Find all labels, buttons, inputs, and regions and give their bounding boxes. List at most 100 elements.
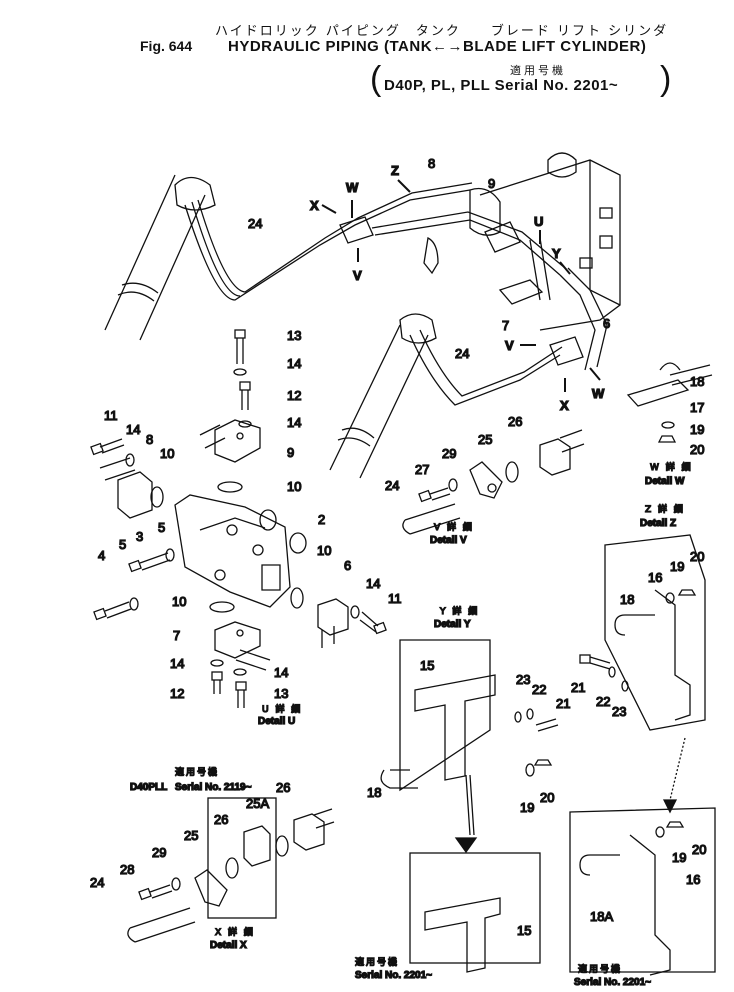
bolt-11-left	[90, 438, 125, 456]
view-arrow-label: V	[505, 338, 514, 353]
callout: 10	[172, 594, 186, 609]
callout: 12	[170, 686, 184, 701]
callout: 24	[385, 478, 399, 493]
callout: 10	[317, 543, 331, 558]
washer-5-lower	[129, 597, 139, 611]
view-arrow-label: Y	[552, 246, 561, 261]
callout: 14	[287, 356, 301, 371]
washer-5-upper	[165, 548, 175, 562]
callout: 13	[287, 328, 301, 343]
callout: 7	[173, 628, 180, 643]
callout: 18A	[590, 909, 613, 924]
serial-note-jp: 適用号機	[578, 963, 622, 975]
callout: 27	[415, 462, 429, 477]
washer-14-upper	[233, 368, 247, 376]
callout: 18	[367, 785, 381, 800]
detail-caption-jp: Z 詳 細	[645, 503, 685, 515]
detail-caption: Detail W	[645, 476, 685, 487]
o-rings-2	[259, 509, 307, 554]
serial-note-model: D40PLL	[130, 782, 167, 793]
view-arrow-label: U	[534, 214, 543, 229]
callout: 14	[126, 422, 140, 437]
callout: 4	[98, 548, 105, 563]
serial-label-japanese: 適用号機	[510, 64, 566, 77]
paren-left: (	[370, 60, 382, 98]
callout: 11	[388, 591, 402, 606]
callout: 8	[146, 432, 153, 447]
callout: 24	[90, 875, 104, 890]
callout: 19	[520, 800, 534, 815]
callout: 28	[120, 862, 134, 877]
view-arrow-label: V	[353, 268, 362, 283]
view-arrow-label: X	[310, 198, 319, 213]
callout: 23	[612, 704, 626, 719]
callout: 15	[517, 923, 531, 938]
callout: 9	[287, 445, 294, 460]
callout: 6	[603, 316, 610, 331]
callout: 16	[648, 570, 662, 585]
serial-note-serial: Serial No. 2119~	[175, 782, 252, 793]
callout: 26	[508, 414, 522, 429]
valve-block-1	[174, 494, 291, 608]
callout: 29	[442, 446, 456, 461]
callout: 14	[274, 665, 288, 680]
callout: 24	[248, 216, 262, 231]
callout: 26	[214, 812, 228, 827]
bolt-4	[93, 601, 132, 621]
callout: 13	[274, 686, 288, 701]
serial-applicability: D40P, PL, PLL Serial No. 2201~	[384, 77, 619, 94]
washer-14-left	[125, 453, 135, 467]
callout: 20	[692, 842, 706, 857]
bolt-11-right	[359, 611, 387, 635]
exploded-parts-diagram: 24 8 9 6 7 24 13 14 12 14 9 10 11 14 8 1…	[0, 110, 734, 989]
serial-note-jp: 適用号機	[175, 766, 219, 778]
callout: 15	[420, 658, 434, 673]
callout: 14	[366, 576, 380, 591]
view-arrow-label: Z	[391, 163, 399, 178]
callout: 24	[455, 346, 469, 361]
callout: 25	[478, 432, 492, 447]
callout: 23	[516, 672, 530, 687]
callout: 21	[571, 680, 585, 695]
callout: 6	[344, 558, 351, 573]
detail-w-parts	[626, 362, 713, 443]
callout: 9	[488, 176, 495, 191]
washer-14-mid	[238, 420, 252, 428]
callout: 26	[276, 780, 290, 795]
callout: 2	[318, 512, 325, 527]
callout: 21	[556, 696, 570, 711]
callout: 19	[670, 559, 684, 574]
bracket-16-box	[569, 807, 716, 976]
view-arrow	[397, 179, 411, 193]
bolt-3	[128, 552, 171, 573]
bolt-13-lower	[235, 681, 247, 708]
detail-caption-jp: X 詳 細	[215, 926, 255, 938]
detail-caption-jp: U 詳 細	[262, 703, 302, 715]
serial-note-jp: 適用号機	[355, 956, 399, 968]
cylinder-left-upper	[104, 174, 206, 341]
detail-v-parts	[402, 429, 585, 535]
bolt-12-upper	[239, 381, 251, 410]
cylinder-left-lower	[329, 324, 429, 479]
washer-14-lower-right	[233, 668, 247, 676]
o-ring-10-mid	[209, 601, 235, 613]
callout: 16	[686, 872, 700, 887]
view-arrow-label: X	[560, 398, 569, 413]
o-ring-10-upper	[217, 481, 243, 493]
detail-z-box	[604, 534, 706, 731]
callout: 7	[502, 318, 509, 333]
view-arrow-label: W	[346, 180, 359, 195]
detail-caption-jp: V 詳 細	[434, 521, 474, 533]
callout: 20	[540, 790, 554, 805]
callout: 29	[152, 845, 166, 860]
callout: 5	[119, 537, 126, 552]
detail-caption: Detail V	[430, 535, 467, 546]
callout: 22	[532, 682, 546, 697]
bolt-13-upper	[234, 329, 246, 364]
flange-8	[99, 457, 153, 519]
callout: 25	[184, 828, 198, 843]
view-arrow	[559, 261, 571, 275]
washer-14-lower-left	[210, 659, 224, 667]
detail-caption: Detail U	[258, 716, 295, 727]
callout: 5	[158, 520, 165, 535]
